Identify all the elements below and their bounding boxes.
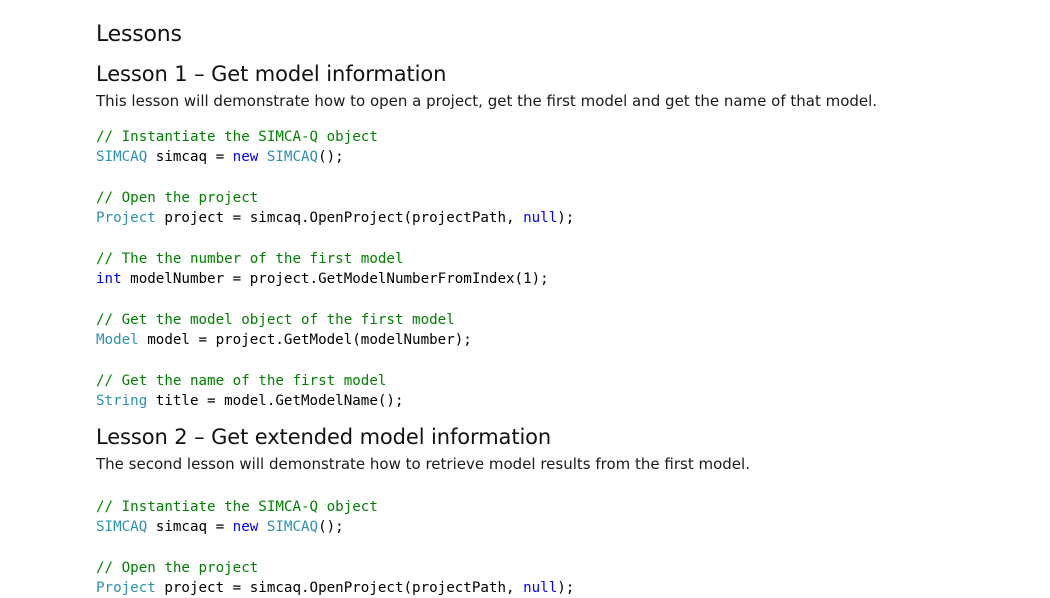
code-token-plain: (); [318,519,344,536]
code-line: // Get the model object of the first mod… [96,310,574,330]
code-line: Project project = simcaq.OpenProject(pro… [96,578,574,598]
code-token-comment: // Open the project [96,559,259,576]
code-token-keyword: new [232,149,259,166]
lesson-2-description: The second lesson will demonstrate how t… [96,455,750,473]
code-line: // Instantiate the SIMCA-Q object [96,497,574,517]
code-token-plain [258,149,267,165]
code-token-plain: (); [318,149,344,166]
code-line: // Get the name of the first model [96,371,574,391]
code-line: // Open the project [96,558,574,578]
code-line [96,350,574,370]
code-token-type: Model [96,331,139,348]
code-line: SIMCAQ simcaq = new SIMCAQ(); [96,517,574,537]
code-token-type: Project [96,210,156,227]
code-token-type: SIMCAQ [96,149,148,166]
code-token-comment: // Instantiate the SIMCA-Q object [96,499,378,515]
code-token-keyword: null [523,210,558,227]
code-token-keyword: null [523,580,558,597]
code-token-comment: // Get the name of the first model [96,372,387,389]
code-token-plain: project = simcaq.OpenProject(projectPath… [155,210,524,227]
code-line: // The the number of the first model [96,249,574,269]
code-token-type: SIMCAQ [96,519,148,536]
code-token-plain: ); [557,210,575,227]
code-line [96,289,574,309]
code-token-comment: // Get the model object of the first mod… [96,311,455,328]
code-token-comment: // The the number of the first model [96,250,404,267]
section-title: Lessons [96,22,182,47]
code-line: Project project = simcaq.OpenProject(pro… [96,208,574,228]
code-token-type: SIMCAQ [266,519,319,536]
code-token-type: SIMCAQ [266,149,319,166]
lesson-2-title: Lesson 2 – Get extended model informatio… [96,425,552,449]
code-line: Model model = project.GetModel(modelNumb… [96,330,574,350]
code-line [96,228,574,248]
code-line [96,168,574,188]
code-token-plain: project = simcaq.OpenProject(projectPath… [155,580,524,597]
code-token-plain: simcaq = [147,519,233,536]
code-token-comment: // Open the project [96,189,259,206]
code-line: // Open the project [96,188,574,208]
code-token-plain: simcaq = [147,149,233,166]
code-token-keyword: int [96,271,122,288]
code-token-plain [258,519,267,535]
code-line: SIMCAQ simcaq = new SIMCAQ(); [96,147,574,167]
code-token-plain: model = project.GetModel(modelNumber); [138,331,472,348]
code-token-plain: ); [557,580,575,597]
code-token-type: String [96,392,148,409]
code-token-keyword: new [232,519,259,536]
lesson-1-title: Lesson 1 – Get model information [96,62,447,86]
lesson-1-description: This lesson will demonstrate how to open… [96,92,878,110]
code-line: // Instantiate the SIMCA-Q object [96,127,574,147]
code-token-plain: title = model.GetModelName(); [147,392,404,409]
code-token-plain: modelNumber = project.GetModelNumberFrom… [121,271,549,288]
code-line: String title = model.GetModelName(); [96,391,574,411]
code-line: int modelNumber = project.GetModelNumber… [96,269,574,289]
code-token-type: Project [96,580,156,597]
code-token-comment: // Instantiate the SIMCA-Q object [96,129,378,145]
code-line [96,538,574,558]
